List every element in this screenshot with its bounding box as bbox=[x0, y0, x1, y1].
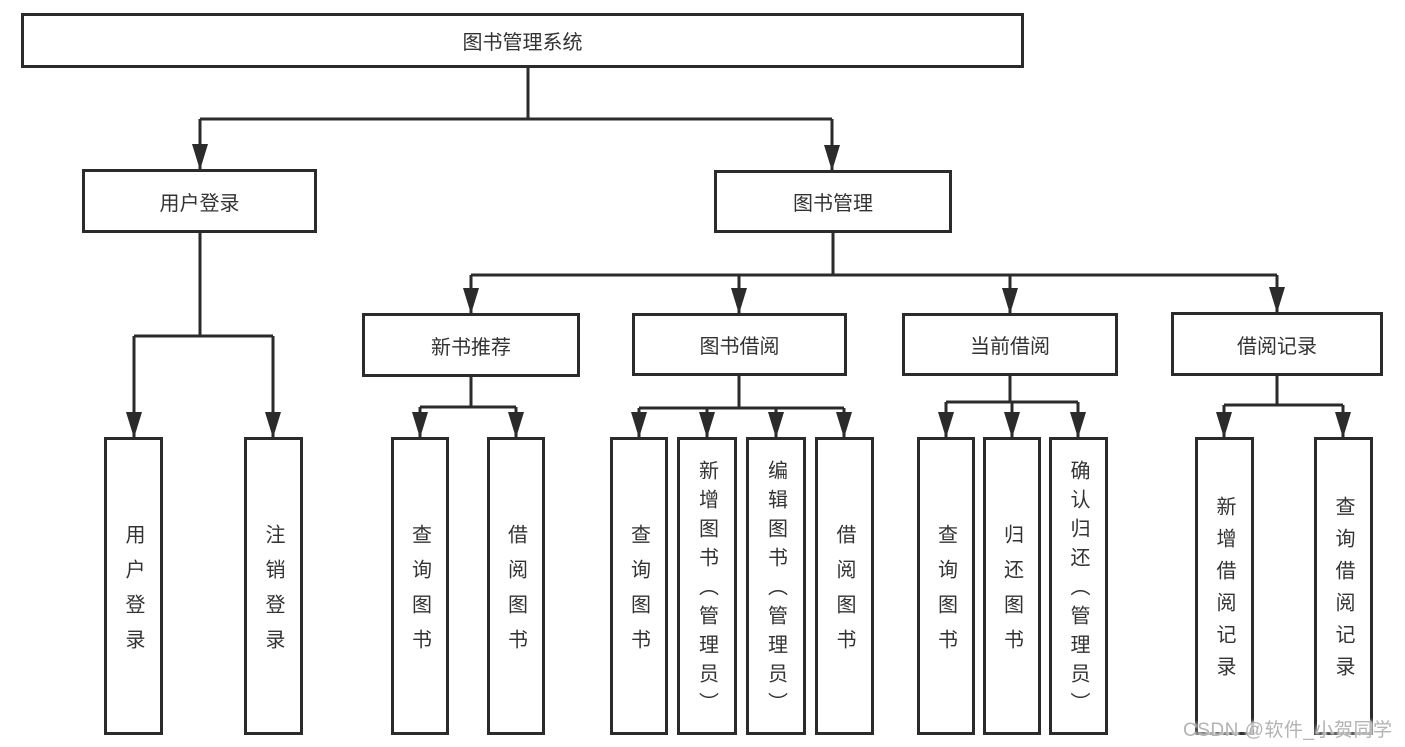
node-book-borrowing-label: 图书借阅 bbox=[699, 336, 780, 358]
leaf-edit-books-admin-label: 编辑图书（管理员） bbox=[764, 460, 787, 721]
node-book-management-label: 图书管理 bbox=[793, 193, 873, 215]
node-root-label: 图书管理系统 bbox=[462, 32, 583, 54]
leaf-borrow-books-2-label: 借阅图书 bbox=[833, 523, 855, 664]
leaf-query-borrow-record: 查询借阅记录 bbox=[1314, 437, 1373, 735]
node-current-borrowing-label: 当前借阅 bbox=[970, 336, 1050, 358]
leaf-confirm-return-admin-label: 确认归还（管理员） bbox=[1067, 460, 1089, 721]
node-new-book-recommend-label: 新书推荐 bbox=[431, 336, 511, 359]
csdn-watermark: CSDN @软件_小贺同学 bbox=[1183, 720, 1393, 741]
leaf-borrow-books-2: 借阅图书 bbox=[815, 437, 874, 735]
node-current-borrowing: 当前借阅 bbox=[902, 313, 1118, 376]
node-borrow-records-label: 借阅记录 bbox=[1237, 335, 1317, 358]
leaf-add-books-admin-label: 新增图书（管理员） bbox=[695, 460, 718, 721]
leaf-query-books-2-label: 查询图书 bbox=[627, 523, 650, 664]
leaf-query-books-1-label: 查询图书 bbox=[408, 523, 431, 664]
leaf-borrow-books-1: 借阅图书 bbox=[487, 437, 545, 735]
leaf-return-books: 归还图书 bbox=[983, 437, 1041, 735]
node-book-management: 图书管理 bbox=[714, 170, 952, 233]
leaf-query-books-3: 查询图书 bbox=[917, 437, 975, 735]
leaf-user-login: 用户登录 bbox=[104, 437, 163, 735]
node-user-login-label: 用户登录 bbox=[159, 192, 240, 215]
node-user-login: 用户登录 bbox=[82, 169, 317, 233]
leaf-user-login-label: 用户登录 bbox=[122, 523, 144, 664]
leaf-return-books-label: 归还图书 bbox=[1000, 523, 1023, 664]
leaf-query-books-3-label: 查询图书 bbox=[934, 523, 957, 664]
leaf-edit-books-admin: 编辑图书（管理员） bbox=[746, 437, 806, 735]
node-borrow-records: 借阅记录 bbox=[1171, 312, 1383, 376]
leaf-logout-label: 注销登录 bbox=[262, 523, 284, 664]
leaf-add-books-admin: 新增图书（管理员） bbox=[677, 437, 737, 735]
leaf-add-borrow-record-label: 新增借阅记录 bbox=[1213, 496, 1235, 688]
leaf-query-books-2: 查询图书 bbox=[610, 437, 668, 735]
node-root-system: 图书管理系统 bbox=[21, 13, 1024, 68]
leaf-add-borrow-record: 新增借阅记录 bbox=[1195, 437, 1254, 735]
leaf-logout: 注销登录 bbox=[244, 437, 303, 735]
leaf-confirm-return-admin: 确认归还（管理员） bbox=[1049, 437, 1108, 735]
leaf-borrow-books-1-label: 借阅图书 bbox=[504, 523, 527, 664]
leaf-query-borrow-record-label: 查询借阅记录 bbox=[1332, 496, 1354, 688]
leaf-query-books-1: 查询图书 bbox=[391, 437, 449, 735]
node-new-book-recommend: 新书推荐 bbox=[362, 313, 580, 377]
node-book-borrowing: 图书借阅 bbox=[632, 313, 847, 376]
